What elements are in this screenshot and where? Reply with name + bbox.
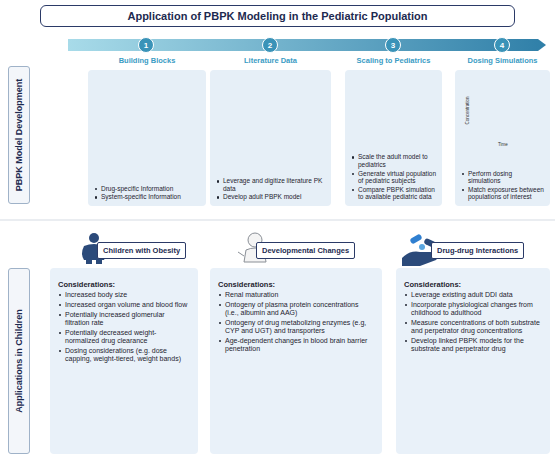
title-text: Application of PBPK Modeling in the Pedi…	[127, 10, 427, 22]
bullet-text: Increased organ volume and blood flow	[58, 301, 190, 309]
step-heading: Scaling to Pediatrics	[335, 56, 452, 65]
application-heading: Drug-drug Interactions	[431, 242, 524, 259]
considerations-panel: Considerations: Increased body sizeIncrea…	[50, 268, 198, 454]
step-number: 2	[262, 37, 278, 53]
bullet-list: Scale the adult model to pediatricsGener…	[351, 152, 438, 201]
title-box: Application of PBPK Modeling in the Pedi…	[40, 5, 515, 27]
considerations-panel: Considerations: Renal maturationOntogeny …	[210, 268, 382, 454]
section-divider	[0, 220, 555, 221]
section-label-text: PBPK Model Development	[14, 79, 24, 192]
bullet-list: Perform dosing simulationsMatch exposure…	[461, 169, 546, 201]
bullet-text: Incorporate physiological changes from c…	[404, 301, 542, 318]
step-panel: Dosing SimulationsPerform dosing simulat…	[455, 70, 550, 206]
heading-text: Children with Obesity	[103, 246, 180, 255]
considerations-heading: Considerations:	[58, 280, 190, 289]
step-panel: Scaling to PediatricsScale the adult mod…	[345, 70, 442, 206]
considerations-panel: Considerations: Leverage existing adult D…	[396, 268, 550, 454]
bullet-text: Compare PBPK simulation to available ped…	[351, 186, 438, 201]
bullet-text: Potentially decreased weight-normalized …	[58, 329, 190, 346]
bullet-list: Leverage and digitize literature PK data…	[216, 176, 327, 201]
step-heading: Literature Data	[200, 56, 341, 65]
heading-text: Developmental Changes	[262, 246, 349, 255]
bullet-text: Ontogeny of plasma protein concentration…	[218, 301, 374, 318]
axis-label: Concentration	[465, 96, 470, 124]
bullet-text: Leverage existing adult DDI data	[404, 291, 542, 299]
bullet-text: Age-dependent changes in blood brain bar…	[218, 337, 374, 354]
bullet-text: Increased body size	[58, 291, 190, 299]
bullet-text: Renal maturation	[218, 291, 374, 299]
bullet-text: Generate virtual population of pediatric…	[351, 170, 438, 185]
step-number: 1	[138, 37, 154, 53]
bullet-text: Potentially increased glomerular filtrat…	[58, 311, 190, 328]
application-heading: Developmental Changes	[256, 242, 355, 259]
section-label-text: Applications in Children	[14, 309, 24, 413]
bullet-list: Drug-specific InformationSystem-specific…	[94, 184, 202, 201]
bullet-text: Develop linked PBPK models for the subst…	[404, 337, 542, 354]
bullet-text: System-specific Information	[94, 193, 202, 201]
step-number: 3	[385, 37, 401, 53]
bullet-text: Dosing considerations (e.g. dose capping…	[58, 347, 190, 364]
bullet-text: Perform dosing simulations	[461, 170, 546, 185]
considerations-heading: Considerations:	[404, 280, 542, 289]
bullet-text: Measure concentrations of both substrate…	[404, 319, 542, 336]
heading-text: Drug-drug Interactions	[437, 246, 518, 255]
step-number-text: 3	[391, 41, 395, 50]
bullet-text: Develop adult PBPK model	[216, 193, 327, 201]
bullet-text: Leverage and digitize literature PK data	[216, 177, 327, 192]
considerations-heading: Considerations:	[218, 280, 374, 289]
step-panel: Building BlocksDrug-specific Information…	[88, 70, 206, 206]
step-number-text: 4	[500, 41, 504, 50]
step-panel: Literature DataLeverage and digitize lit…	[210, 70, 331, 206]
bullet-text: Ontogeny of drug metabolizing enzymes (e…	[218, 319, 374, 336]
section-label: Applications in Children	[8, 268, 30, 454]
section-label: PBPK Model Development	[8, 66, 30, 204]
step-number: 4	[494, 37, 510, 53]
step-heading: Building Blocks	[78, 56, 216, 65]
step-number-text: 2	[268, 41, 272, 50]
bullet-text: Scale the adult model to pediatrics	[351, 153, 438, 168]
step-heading: Dosing Simulations	[445, 56, 555, 65]
bullet-text: Drug-specific Information	[94, 185, 202, 193]
axis-label: Time	[498, 142, 508, 147]
step-number-text: 1	[144, 41, 148, 50]
bullet-text: Match exposures between populations of i…	[461, 186, 546, 201]
application-heading: Children with Obesity	[97, 242, 186, 259]
